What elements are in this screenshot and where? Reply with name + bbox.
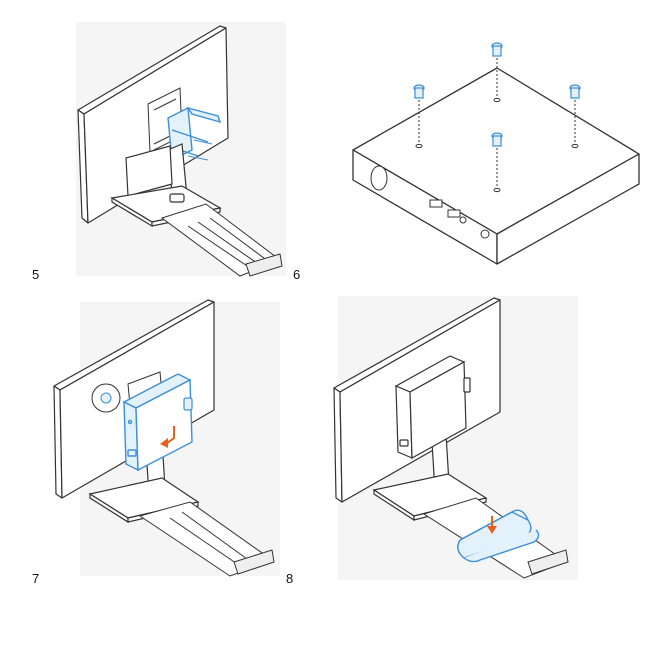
insert-arrow: [165, 426, 175, 445]
cable-tray: [160, 203, 283, 277]
screw-guides: [418, 58, 576, 188]
step-8-illustration: [333, 296, 578, 580]
screw-arrows: [187, 139, 213, 161]
push-down-arrow-head: [487, 526, 497, 534]
step-number-6: 6: [293, 267, 301, 282]
step-5-panel: 5: [32, 18, 290, 281]
front-ports: [370, 165, 490, 239]
step-8-panel: 8: [286, 292, 580, 585]
insert-arrow-head: [160, 438, 168, 448]
screw-callout: [91, 383, 121, 413]
step-7-illustration: [53, 299, 280, 577]
step-number-7: 7: [32, 571, 40, 586]
step-6-panel: 6: [293, 38, 645, 281]
cable-tray: [138, 501, 275, 577]
mini-pc: [394, 355, 471, 460]
step-5-illustration: [76, 22, 286, 277]
screws: [413, 42, 581, 147]
cable-cover: [457, 509, 540, 563]
step-number-8: 8: [286, 571, 294, 586]
screw-holes: [415, 97, 579, 193]
mini-pc: [352, 67, 640, 265]
latch: [183, 397, 193, 411]
step-7-panel: 7: [32, 298, 285, 585]
step-6-illustration: [352, 42, 640, 265]
step-number-5: 5: [32, 267, 40, 282]
mini-pc-highlight: [122, 373, 193, 472]
